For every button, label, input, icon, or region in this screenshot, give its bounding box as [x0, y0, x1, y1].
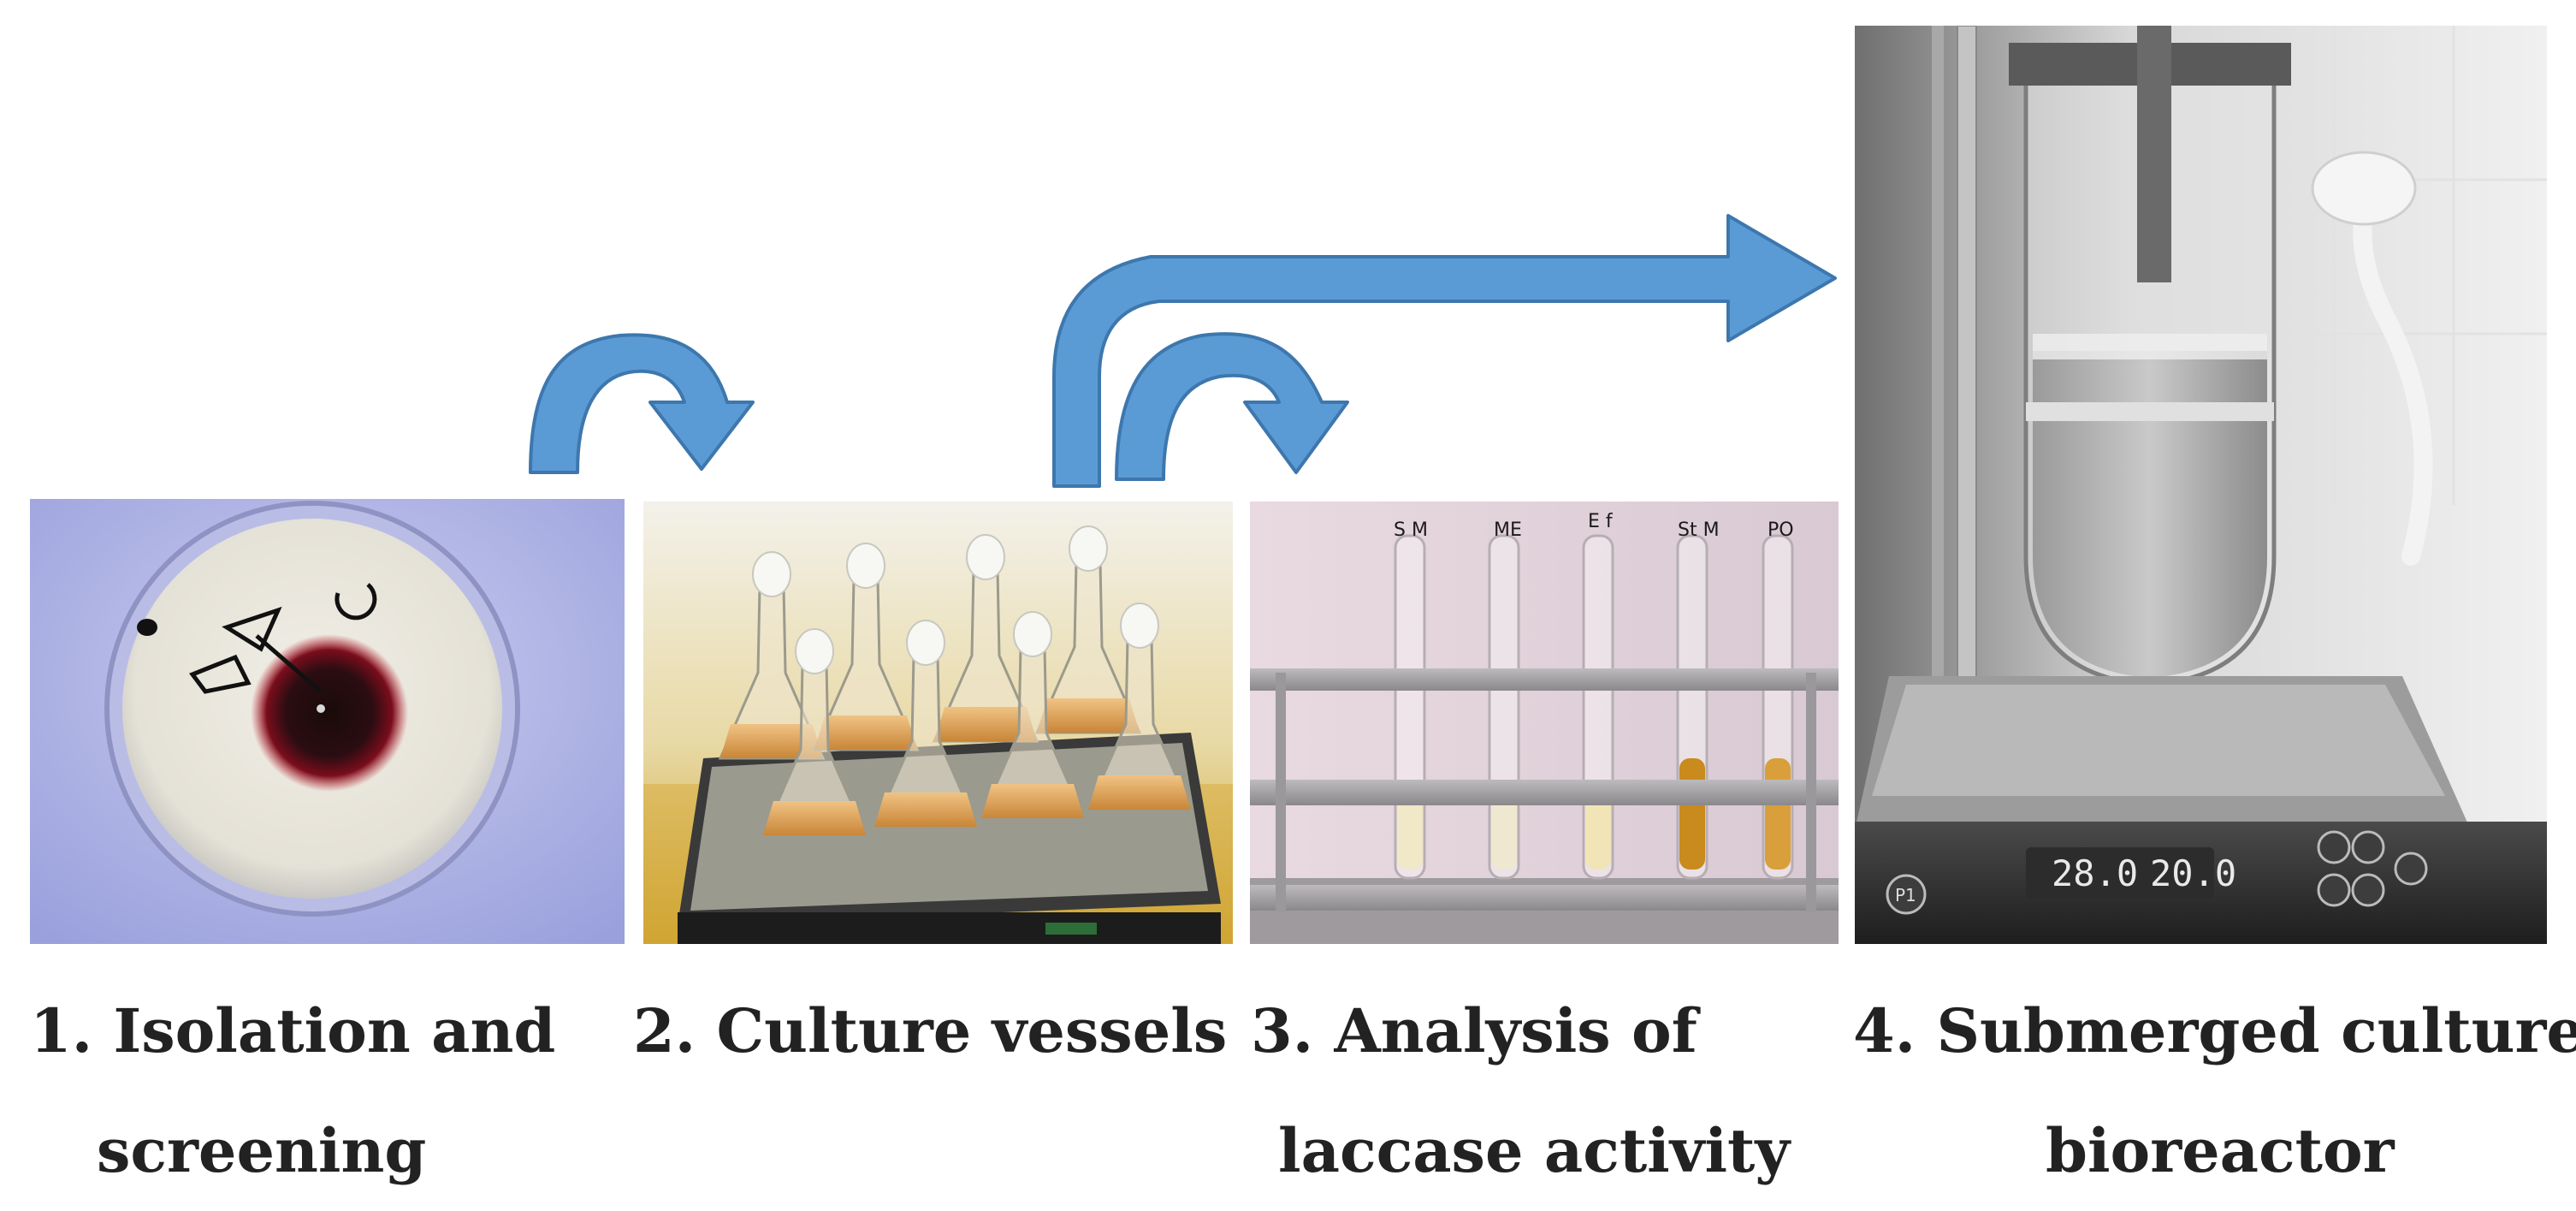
step-3-line-1: 3. Analysis of — [1251, 971, 1790, 1091]
tube-label-3: E f — [1588, 511, 1614, 532]
curved-arrow-2-to-3 — [1115, 332, 1349, 481]
step-3-line-2: laccase activity — [1278, 1115, 1791, 1186]
step-1-number: 1. — [30, 995, 93, 1066]
step-1-line-2: screening — [97, 1115, 427, 1186]
step-4-line-2: bioreactor — [2046, 1115, 2395, 1186]
step-4-caption: 4. Submerged culture in bioreactor — [1853, 971, 2576, 1211]
step-1-line-1: 1. Isolation and — [30, 971, 555, 1091]
step-4-title: Submerged culture in — [1936, 995, 2576, 1066]
display-right-value: 20.0 — [2150, 852, 2236, 894]
step-1-caption: 1. Isolation and screening — [30, 971, 555, 1211]
display-key-label: P1 — [1895, 885, 1916, 905]
step-1-title: Isolation and — [113, 995, 556, 1066]
test-tube-rack-photo: S M ME E f St M PO — [1250, 502, 1839, 944]
step-3-number: 3. — [1251, 995, 1314, 1066]
tube-label-1: S M — [1394, 519, 1428, 541]
step-3-title: Analysis of — [1334, 995, 1697, 1066]
step-4-number: 4. — [1853, 995, 1916, 1066]
step-3-caption: 3. Analysis of laccase activity — [1251, 971, 1790, 1211]
tube-label-4: St M — [1678, 519, 1720, 541]
erlenmeyer-flasks-on-shaker-photo — [643, 502, 1233, 944]
curved-arrow-1-to-2 — [529, 333, 755, 474]
bioreactor-photo: 28.0 20.0 P1 — [1855, 26, 2547, 944]
long-arrow-2-to-4 — [1052, 214, 1837, 488]
step-4-line-1: 4. Submerged culture in — [1853, 971, 2576, 1091]
tube-label-5: PO — [1768, 519, 1794, 541]
display-left-value: 28.0 — [2052, 852, 2138, 894]
step-2-title: Culture vessels — [716, 995, 1228, 1066]
tube-label-2: ME — [1494, 519, 1522, 541]
step-2-number: 2. — [633, 995, 696, 1066]
step-2-line-1: 2. Culture vessels — [633, 971, 1227, 1091]
petri-dish-photo — [30, 499, 625, 944]
step-2-caption: 2. Culture vessels — [633, 971, 1227, 1091]
